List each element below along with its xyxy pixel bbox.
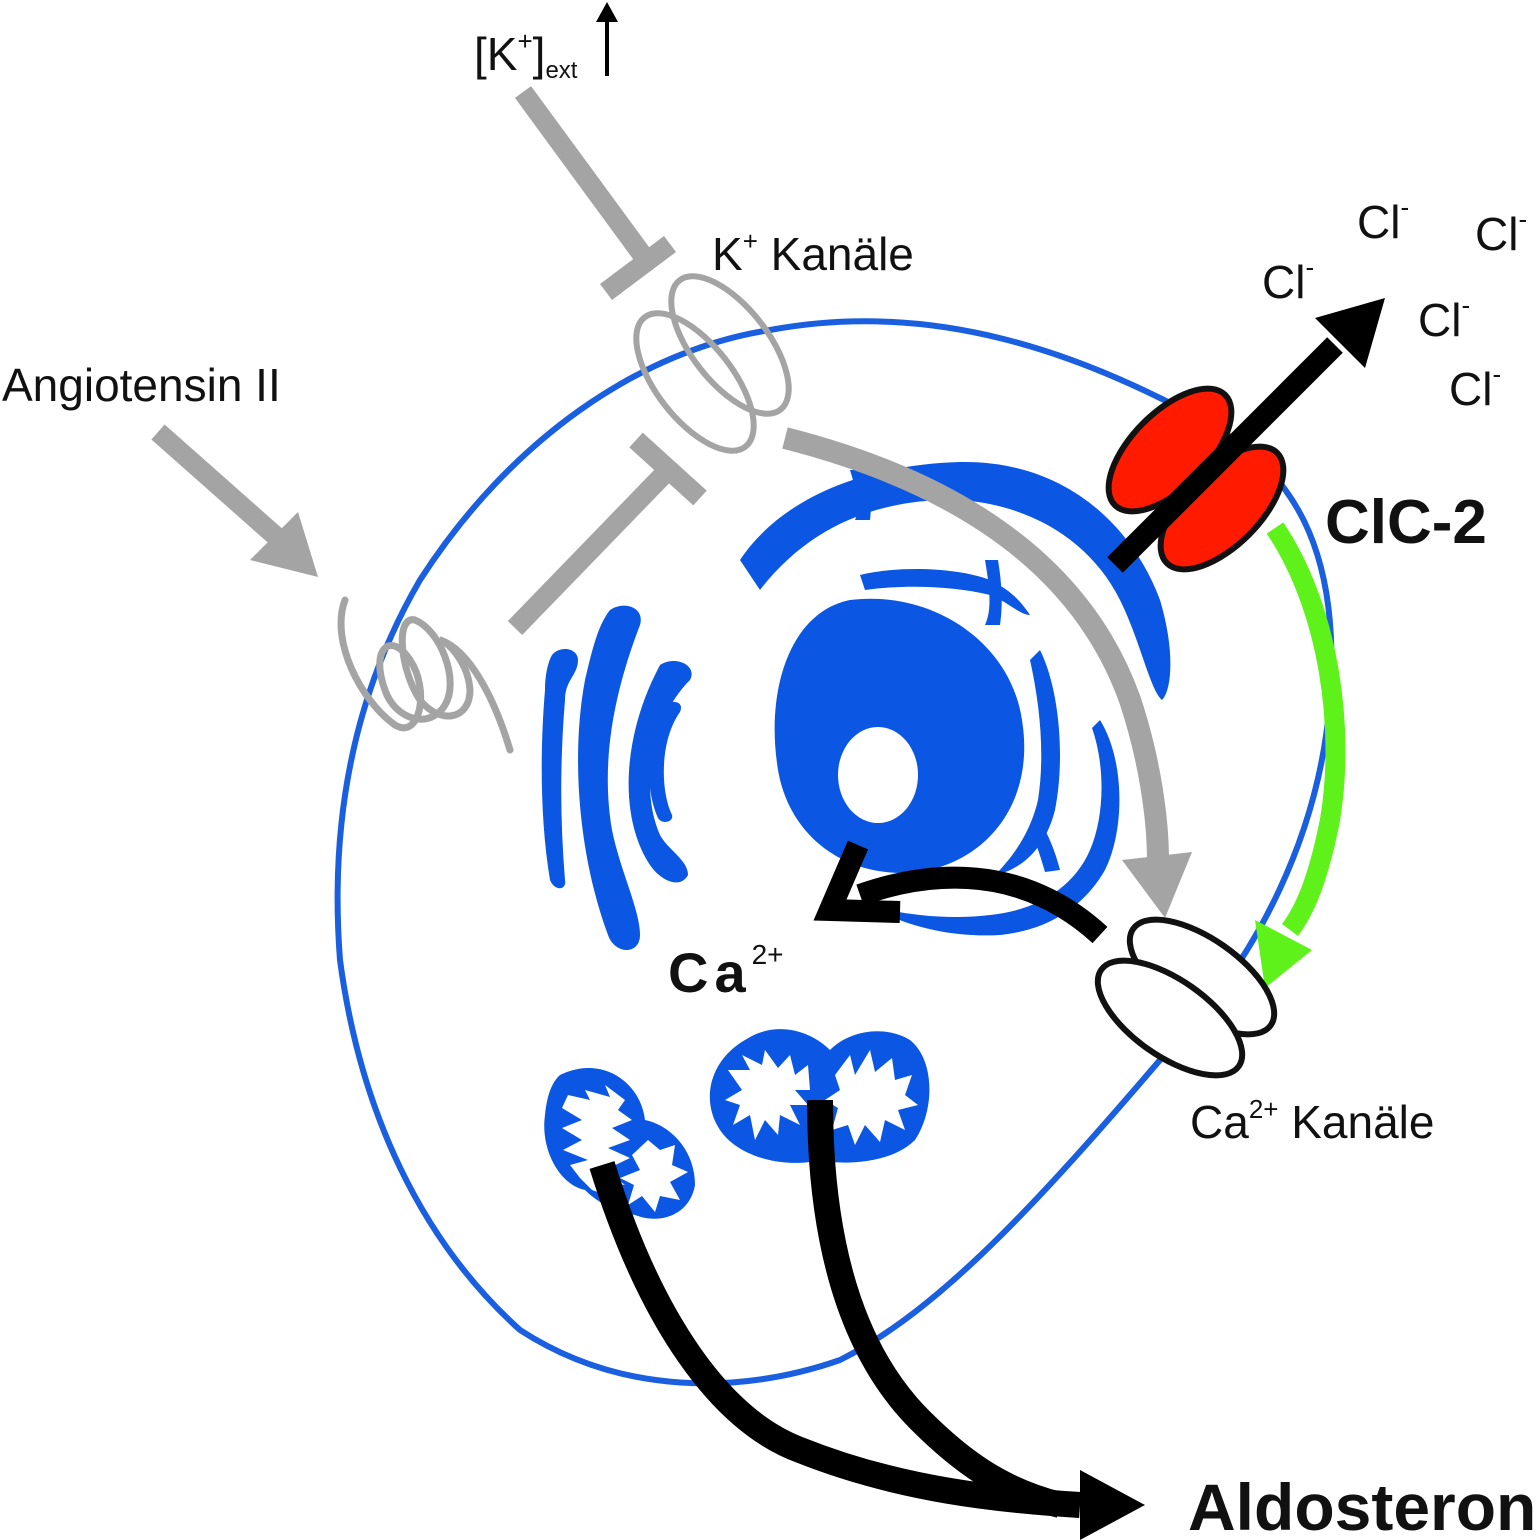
angiotensin-label: Angiotensin II bbox=[2, 359, 281, 411]
aldosterone-arrowhead bbox=[1080, 1470, 1145, 1540]
ca-channels-label: Ca2+ Kanäle bbox=[1190, 1094, 1434, 1148]
k-ext-inhibition-arrow bbox=[514, 86, 676, 300]
chloride-ion-4: Cl- bbox=[1418, 290, 1470, 346]
k-ext-up-arrow bbox=[596, 2, 618, 76]
mitochondrion-right bbox=[709, 1029, 930, 1163]
mitochondrion-left bbox=[544, 1067, 695, 1219]
chloride-efflux-arrow bbox=[1107, 298, 1385, 573]
depolarization-arrow bbox=[782, 427, 1192, 918]
chloride-ion-3: Cl- bbox=[1475, 204, 1527, 260]
golgi-apparatus bbox=[541, 605, 692, 950]
angiotensin-arrow bbox=[151, 424, 318, 577]
chloride-ion-1: Cl- bbox=[1262, 252, 1314, 308]
chloride-ion-2: Cl- bbox=[1357, 192, 1409, 248]
aldosterone-arrows bbox=[589, 1099, 1081, 1518]
depolarization-green-arrow bbox=[1255, 522, 1346, 988]
angiotensin-inhibition-arrow bbox=[507, 432, 707, 635]
ca-channel-icon bbox=[1094, 916, 1278, 1079]
calcium-label: Ca2+ bbox=[668, 939, 784, 1004]
k-ext-label: [K+]ext bbox=[474, 26, 578, 84]
k-channels-label: K+ Kanäle bbox=[712, 226, 914, 280]
nucleolus bbox=[838, 727, 918, 823]
calcium-influx-arrow bbox=[813, 840, 1108, 944]
angiotensin-receptor-icon bbox=[337, 596, 514, 754]
chloride-ion-5: Cl- bbox=[1449, 359, 1501, 415]
k-channel-icon bbox=[633, 273, 792, 454]
aldosterone-label: Aldosteron bbox=[1188, 1470, 1536, 1540]
nucleus bbox=[774, 598, 1025, 874]
clc2-label: ClC-2 bbox=[1325, 488, 1487, 557]
